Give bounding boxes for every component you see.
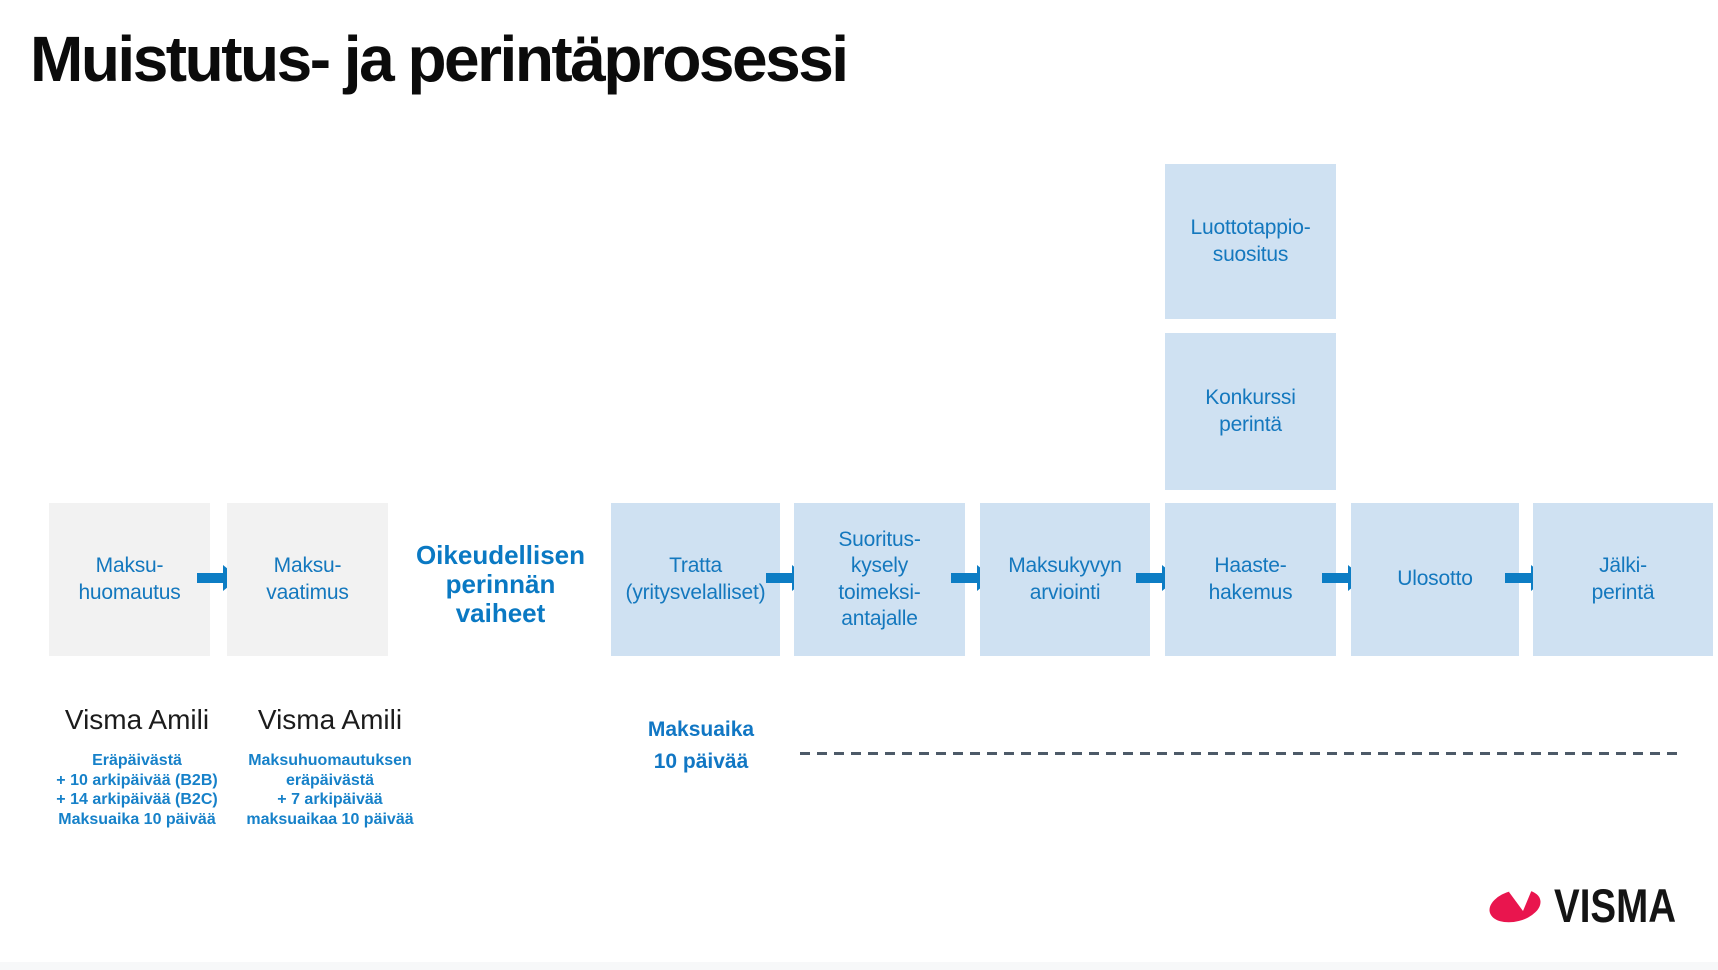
- step-label-jalkiperinta: Jälki- perintä: [1591, 554, 1655, 604]
- annotation-maksuvaatimus: Visma Amili Maksuhuomautuksen eräpäiväst…: [217, 702, 443, 829]
- step-box-jalkiperinta: Jälki- perintä: [1533, 503, 1713, 656]
- annotation-line: + 10 arkipäivää (B2B): [56, 771, 218, 789]
- step-box-maksukyvyn-arviointi: Maksukyvyn arviointi: [980, 503, 1150, 656]
- step-box-suorituskysely: Suoritus- kysely toimeksi- antajalle: [794, 503, 965, 656]
- step-label-suorituskysely: Suoritus- kysely toimeksi- antajalle: [838, 528, 921, 630]
- bottom-strip: [0, 962, 1718, 970]
- page-title: Muistutus- ja perintäprosessi: [30, 23, 849, 95]
- annotation-heading: Visma Amili: [64, 704, 210, 735]
- timeline-dashed-line: [800, 752, 1678, 755]
- step-label-konkurssiperinta: Konkurssi perintä: [1205, 386, 1296, 436]
- step-label-maksuvaatimus: Maksu- vaatimus: [266, 554, 349, 604]
- annotation-line: Maksuaika 10 päivää: [58, 810, 216, 828]
- step-box-konkurssiperinta: Konkurssi perintä: [1165, 333, 1336, 490]
- annotation-heading: Visma Amili: [257, 704, 403, 735]
- visma-logo-mark-icon: [1489, 883, 1541, 922]
- step-label-luottotappiosuositus: Luottotappio- suositus: [1190, 216, 1311, 266]
- legal-collection-heading: Oikeudellisen perinnän vaiheet: [415, 540, 586, 629]
- step-label-haastehakemus: Haaste- hakemus: [1208, 554, 1293, 604]
- step-label-maksukyvyn-arviointi: Maksukyvyn arviointi: [1008, 554, 1122, 604]
- step-box-haastehakemus: Haaste- hakemus: [1165, 503, 1336, 656]
- visma-logo: VISMA: [1486, 882, 1703, 929]
- annotation-maksuhuomautus: Visma Amili Eräpäivästä + 10 arkipäivää …: [27, 702, 247, 829]
- step-box-maksuvaatimus: Maksu- vaatimus: [227, 503, 388, 656]
- step-box-luottotappiosuositus: Luottotappio- suositus: [1165, 164, 1336, 319]
- step-label-maksuhuomautus: Maksu- huomautus: [78, 554, 181, 604]
- visma-logo-text: VISMA: [1554, 879, 1677, 932]
- step-box-ulosotto: Ulosotto: [1351, 503, 1519, 656]
- annotation-line: + 7 arkipäivää: [277, 791, 383, 809]
- step-label-tratta: Tratta (yritysvelalliset): [625, 554, 766, 604]
- timeline-label: Maksuaika 10 päivää: [647, 718, 755, 773]
- annotation-line: Eräpäivästä: [92, 752, 182, 769]
- step-box-maksuhuomautus: Maksu- huomautus: [49, 503, 210, 656]
- annotation-line: Maksuhuomautuksen: [248, 752, 412, 769]
- annotation-line: + 14 arkipäivää (B2C): [56, 791, 218, 809]
- step-label-ulosotto: Ulosotto: [1397, 567, 1473, 591]
- step-box-tratta: Tratta (yritysvelalliset): [611, 503, 780, 656]
- annotation-line: eräpäivästä: [285, 771, 375, 789]
- annotation-line: maksuaikaa 10 päivää: [246, 810, 414, 828]
